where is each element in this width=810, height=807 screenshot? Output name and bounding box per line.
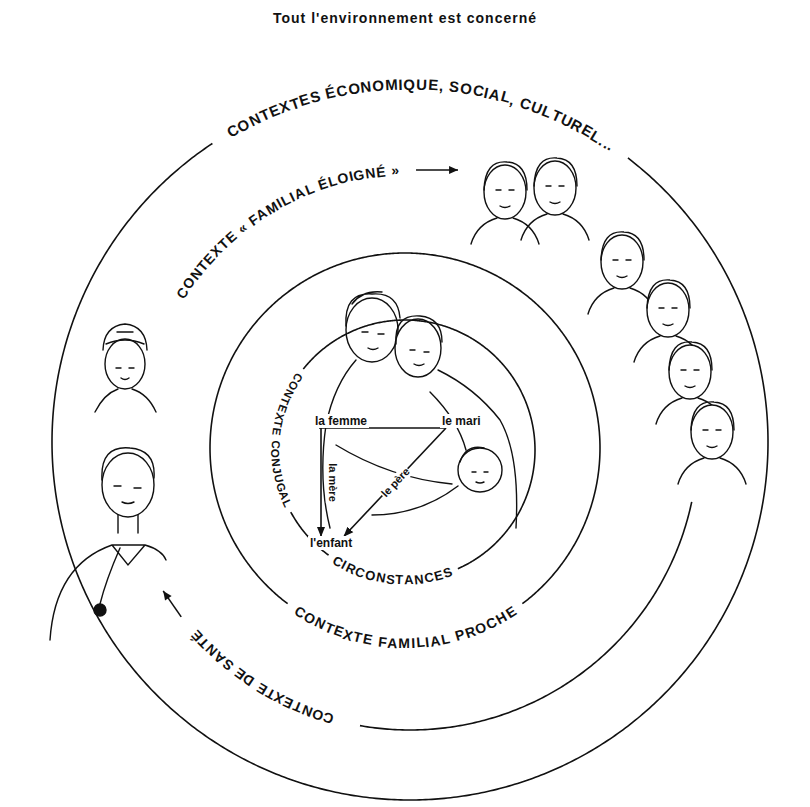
head: [647, 283, 689, 337]
arc-letter: L: [439, 629, 452, 648]
ring-line: [210, 253, 600, 604]
arc-letter: [386, 162, 392, 180]
arc-label: CIRCONSTANCES: [327, 551, 458, 591]
person-sketch: [521, 158, 589, 240]
connector: [344, 428, 446, 536]
arc-letter: U: [416, 75, 428, 94]
head: [534, 161, 576, 215]
person-sketch: [471, 162, 539, 244]
role-text: le mari: [442, 414, 481, 428]
context-ring: CONTEXTE FAMILIAL PROCHECONTEXTE CONJUGA…: [210, 253, 600, 643]
role-text: la femme: [315, 414, 367, 428]
arc-letter: I: [411, 634, 416, 652]
head: [484, 165, 526, 219]
ring-line: [303, 320, 535, 450]
role-label: l'enfant: [308, 536, 354, 550]
context-ring: CONTEXTE CONJUGALCIRCONSTANCESla femmele…: [275, 320, 535, 580]
head: [601, 235, 643, 289]
arc-letter: Q: [403, 74, 415, 93]
people-group: [471, 158, 746, 484]
role-label: la femme: [313, 414, 369, 428]
man-head: [395, 319, 441, 377]
arc-letter: N: [268, 457, 284, 467]
health-staff: [50, 324, 166, 640]
arc-letter: A: [404, 571, 414, 588]
head: [669, 345, 711, 399]
arc-label: CONTEXTE DE SANTÉ: [186, 625, 340, 730]
context-ring: CONTEXTES ÉCONOMIQUE, SOCIAL, CULTUREL..…: [52, 84, 768, 800]
arc-letter: »: [391, 161, 400, 179]
arc-letter: E: [361, 630, 374, 650]
head: [691, 405, 733, 459]
doctor-head: [102, 453, 154, 517]
arc-letter: O: [371, 75, 385, 95]
arc-letter: N: [364, 163, 377, 182]
arc-letter: [268, 435, 283, 440]
ring-line: [360, 502, 692, 730]
connector: [320, 428, 322, 536]
title: Tout l'environnement est concerné: [0, 10, 810, 26]
arc-letter: L: [415, 633, 425, 652]
edge-label: la mère: [325, 462, 338, 503]
pointer-head: [449, 166, 458, 174]
pointer-arrow: [163, 591, 181, 617]
arc-letter: N: [359, 77, 373, 97]
arc-letter: E: [268, 427, 284, 437]
person-sketch: [588, 232, 656, 314]
arc-letter: F: [377, 632, 388, 651]
ring-line: [458, 450, 535, 569]
arc-letter: S: [448, 77, 461, 97]
baby-head: [458, 448, 502, 492]
arc-letter: O: [267, 448, 282, 458]
arc-letter: I: [398, 75, 403, 94]
arc-letter: M: [384, 75, 398, 95]
arc-label: CONTEXTE FAMILIAL PROCHE: [289, 601, 522, 655]
ring-line: [52, 143, 768, 800]
man-body: [438, 370, 517, 528]
arc-label: CONTEXTE CONJUGAL: [265, 368, 306, 513]
arc-label: CONTEXTES ÉCONOMIQUE, SOCIAL, CULTUREL..…: [221, 72, 622, 157]
context-ring: CONTEXTE « FAMILIAL ÉLOIGNÉ » CONTEXTE DE…: [122, 154, 698, 730]
arc-letter: G: [352, 165, 367, 185]
pointer-head: [163, 591, 171, 601]
arc-letter: C: [267, 439, 282, 448]
woman-body: [323, 360, 356, 528]
arc-letter: N: [374, 568, 387, 587]
nurse-head: [105, 339, 145, 389]
person-sketch: [678, 402, 746, 484]
arc-letter: A: [387, 633, 399, 652]
arc-letter: E: [427, 75, 439, 95]
arc-letter: ,: [438, 76, 444, 95]
ring-outline: [52, 84, 768, 800]
arc-letter: O: [346, 78, 361, 99]
role-label: le mari: [440, 414, 483, 428]
arc-label: CONTEXTE « FAMILIAL ÉLOIGNÉ »: [171, 160, 406, 304]
arc-letter: M: [398, 634, 410, 652]
edge-label: le père: [378, 464, 413, 500]
arc-letter: S: [385, 570, 396, 588]
arc-letter: T: [395, 571, 404, 588]
family-embrace: [323, 292, 517, 528]
baby-face: [460, 447, 488, 483]
arc-letter: É: [375, 162, 387, 181]
role-text: l'enfant: [310, 536, 352, 550]
nurse-sketch: [95, 324, 156, 412]
ring-line: [628, 158, 768, 442]
